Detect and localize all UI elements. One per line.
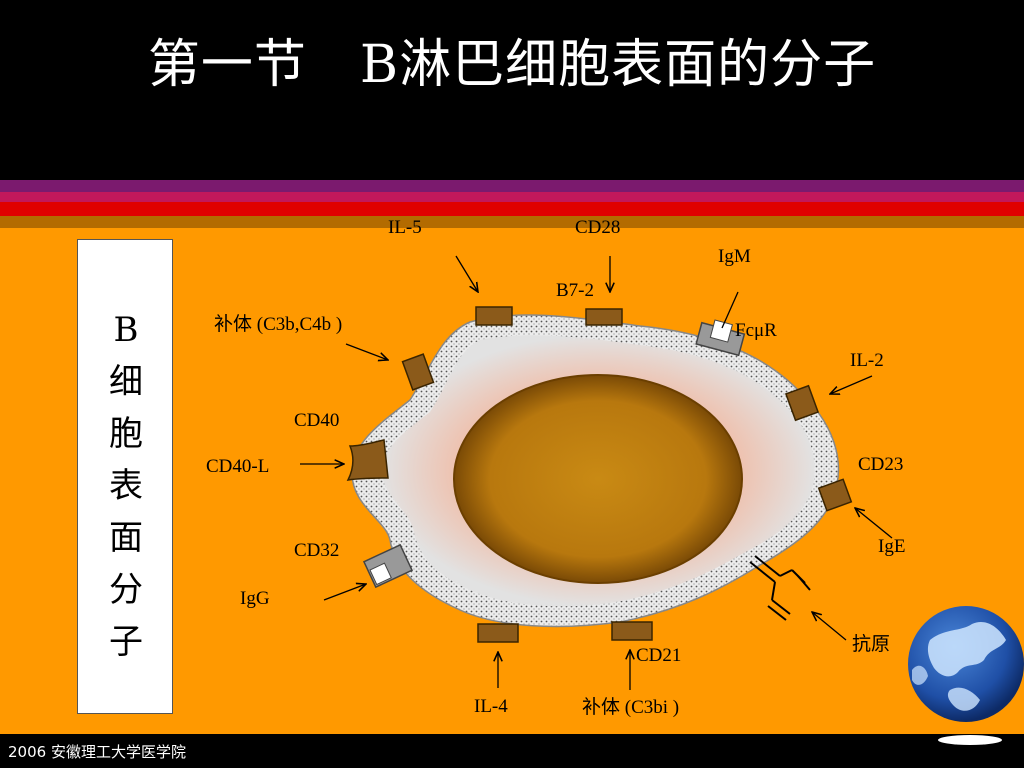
- antibody-icon: [749, 555, 811, 621]
- side-char: 胞: [109, 414, 143, 454]
- label-cd21: CD21: [636, 645, 681, 666]
- side-char: 面: [109, 518, 143, 558]
- title-bar: [0, 0, 1024, 180]
- side-char: 细: [109, 362, 143, 402]
- footer-text: 2006 安徽理工大学医学院: [8, 743, 186, 761]
- label-antigen: 抗原: [852, 633, 890, 655]
- side-char: 表: [109, 466, 143, 506]
- label-il4: IL-4: [474, 696, 508, 717]
- label-igg: IgG: [240, 588, 270, 609]
- receptor-il2: [784, 384, 820, 422]
- receptor-cd23: [817, 478, 853, 512]
- label-complement-bottom: 补体 (C3bi ): [582, 696, 679, 718]
- arrow-antigen: [812, 612, 847, 641]
- label-ige: IgE: [878, 536, 905, 557]
- side-char: B: [113, 310, 139, 350]
- stripe-brown: [0, 216, 1024, 228]
- arrow-igm: [721, 291, 739, 329]
- label-cd28: CD28: [575, 217, 620, 238]
- stripe-red: [0, 202, 1024, 216]
- side-char: 子: [109, 622, 143, 662]
- receptor-il5: [475, 306, 513, 326]
- receptor-cd21: [611, 621, 653, 641]
- label-cd40l: CD40-L: [206, 456, 269, 477]
- label-il2: IL-2: [850, 350, 884, 371]
- arrow-il5: [455, 255, 478, 292]
- stripe-purple: [0, 180, 1024, 192]
- receptor-cd40: [346, 439, 389, 481]
- side-label: B 细 胞 表 面 分 子: [78, 304, 174, 668]
- stripe-magenta: [0, 192, 1024, 202]
- arrow-igg: [323, 584, 366, 601]
- arrow-ige: [855, 508, 893, 539]
- receptor-fcmr: [695, 319, 746, 357]
- receptor-complement-top: [401, 353, 435, 391]
- nucleus: [453, 374, 743, 584]
- receptor-cd28: [585, 308, 623, 326]
- arrow-il2: [830, 375, 873, 394]
- receptor-il4: [477, 623, 519, 643]
- label-il5: IL-5: [388, 217, 422, 238]
- side-label-box: B 细 胞 表 面 分 子: [77, 239, 173, 714]
- label-fcmr: FcμR: [735, 320, 777, 341]
- arrow-complement-top: [345, 343, 388, 360]
- label-cd23: CD23: [858, 454, 903, 475]
- globe-icon: [908, 606, 1024, 745]
- label-cd32: CD32: [294, 540, 339, 561]
- side-char: 分: [109, 570, 143, 610]
- label-igm: IgM: [718, 246, 751, 267]
- slide-title: 第一节 B淋巴细胞表面的分子: [147, 35, 877, 95]
- label-b72: B7-2: [556, 280, 594, 301]
- label-complement-top: 补体 (C3b,C4b ): [214, 313, 342, 335]
- label-cd40: CD40: [294, 410, 339, 431]
- receptor-cd32: [362, 543, 414, 589]
